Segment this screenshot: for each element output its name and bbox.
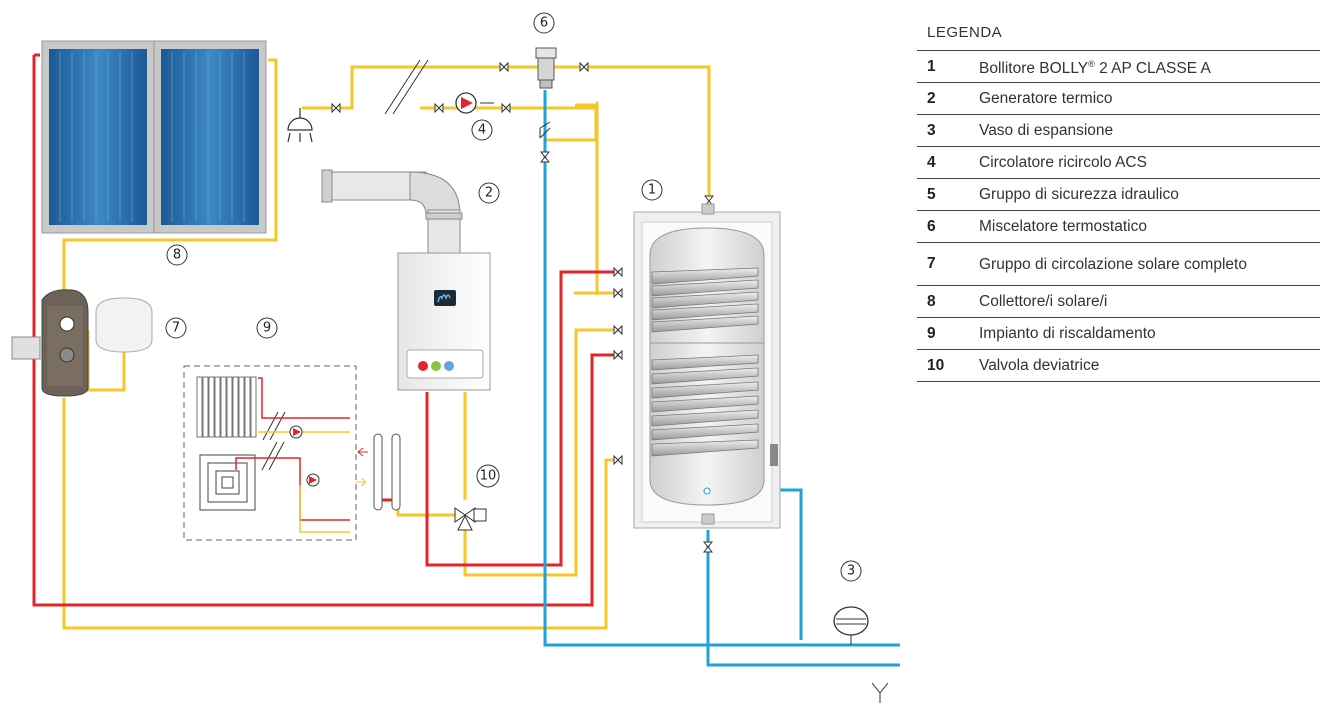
- legend-number: 5: [917, 178, 979, 211]
- callout-10: 10: [476, 464, 500, 488]
- storage-tank: [633, 203, 781, 529]
- callout-1: 1: [641, 179, 663, 201]
- legend-title: LEGENDA: [917, 22, 1320, 51]
- legend-number: 6: [917, 210, 979, 243]
- legend-text: Gruppo di sicurezza idraulico: [979, 178, 1320, 211]
- heating-installation: [183, 365, 357, 541]
- flue-pipe: [321, 169, 463, 256]
- solar-collectors: [41, 40, 267, 234]
- svg-text:1: 1: [648, 183, 656, 198]
- legend-number: 10: [917, 349, 979, 382]
- callout-7: 7: [165, 317, 187, 339]
- expansion-vessel: [833, 606, 869, 645]
- legend-row: 9 Impianto di riscaldamento: [917, 317, 1320, 350]
- callout-4: 4: [471, 119, 493, 141]
- recirculation-pump-icon: [455, 92, 494, 114]
- legend-number: 9: [917, 317, 979, 350]
- legend-text: Valvola deviatrice: [979, 349, 1320, 382]
- callout-3: 3: [840, 560, 862, 582]
- legend-row: 5 Gruppo di sicurezza idraulico: [917, 178, 1320, 211]
- check-valve-icon: [539, 121, 551, 139]
- thermostatic-mixer-icon: [535, 47, 557, 89]
- hydraulic-separator: [356, 433, 401, 511]
- legend-text: Generatore termico: [979, 82, 1320, 115]
- legend-text: Bollitore BOLLY® 2 AP CLASSE A: [979, 51, 1320, 83]
- plumbing-diagram: 1 2 3 4 5 6 7 8 9 10: [11, 12, 900, 703]
- callout-6: 6: [533, 12, 555, 34]
- legend-table: 1 Bollitore BOLLY® 2 AP CLASSE A 2 Gener…: [917, 51, 1320, 382]
- legend-row: 2 Generatore termico: [917, 82, 1320, 115]
- legend-row: 10 Valvola deviatrice: [917, 349, 1320, 382]
- shower-head-icon: [287, 108, 313, 143]
- legend: LEGENDA 1 Bollitore BOLLY® 2 AP CLASSE A…: [917, 22, 1320, 382]
- svg-text:2: 2: [485, 186, 493, 201]
- svg-text:4: 4: [478, 123, 486, 138]
- legend-row: 7 Gruppo di circolazione solare completo: [917, 242, 1320, 286]
- legend-number: 8: [917, 285, 979, 318]
- svg-text:6: 6: [540, 16, 548, 31]
- drain-funnel-icon: [871, 682, 889, 703]
- legend-row: 1 Bollitore BOLLY® 2 AP CLASSE A: [917, 51, 1320, 83]
- solar-pump-group: [11, 289, 153, 397]
- legend-text: Miscelatore termostatico: [979, 210, 1320, 243]
- callout-8: 8: [166, 244, 188, 266]
- legend-text: Collettore/i solare/i: [979, 285, 1320, 318]
- svg-text:8: 8: [173, 248, 181, 263]
- legend-text: Circolatore ricircolo ACS: [979, 146, 1320, 179]
- legend-row: 3 Vaso di espansione: [917, 114, 1320, 147]
- legend-text: Vaso di espansione: [979, 114, 1320, 147]
- diverter-valve: [454, 507, 487, 531]
- legend-text: Gruppo di circolazione solare completo: [979, 242, 1320, 286]
- legend-row: 8 Collettore/i solare/i: [917, 285, 1320, 318]
- legend-number: 7: [917, 242, 979, 286]
- svg-text:7: 7: [172, 321, 180, 336]
- legend-row: 6 Miscelatore termostatico: [917, 210, 1320, 243]
- legend-text: Impianto di riscaldamento: [979, 317, 1320, 350]
- callout-9: 9: [256, 317, 278, 339]
- legend-row: 4 Circolatore ricircolo ACS: [917, 146, 1320, 179]
- callout-2: 2: [478, 182, 500, 204]
- legend-number: 1: [917, 51, 979, 83]
- legend-number: 3: [917, 114, 979, 147]
- svg-text:9: 9: [263, 321, 271, 336]
- legend-number: 4: [917, 146, 979, 179]
- legend-number: 2: [917, 82, 979, 115]
- svg-text:3: 3: [847, 564, 855, 579]
- boiler: [397, 252, 491, 391]
- pipe-break-marks: [261, 59, 429, 471]
- svg-text:10: 10: [480, 469, 497, 484]
